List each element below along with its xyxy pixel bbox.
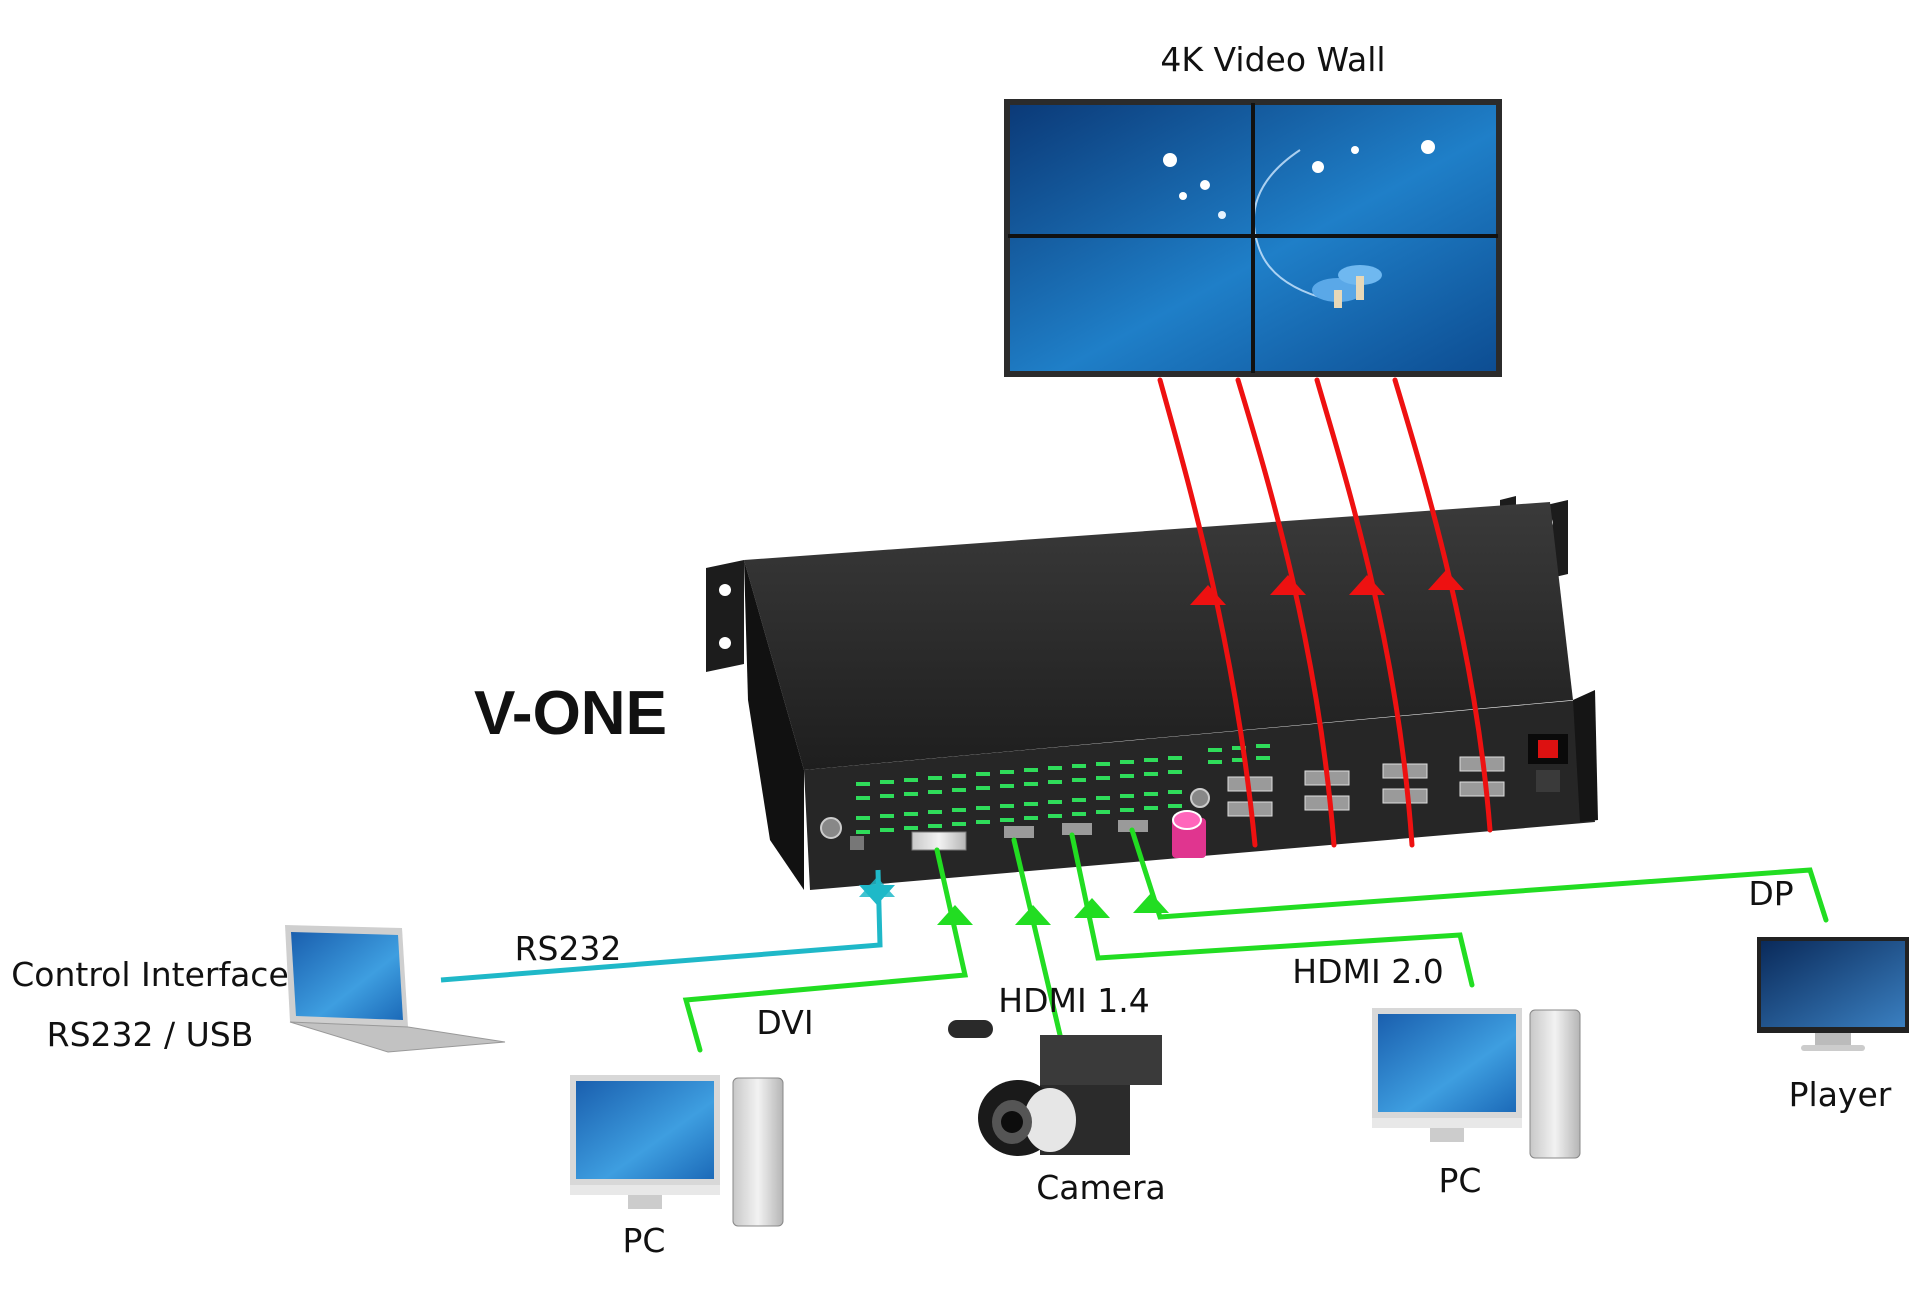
rs232-cable-label: RS232 — [515, 929, 622, 968]
dp-cable — [1129, 827, 1829, 923]
control-ports-label: RS232 / USB — [47, 1015, 254, 1054]
hdmi14-cable-label: HDMI 1.4 — [998, 981, 1149, 1020]
dp-cable-label: DP — [1748, 874, 1793, 913]
control-arrow-up — [859, 877, 895, 897]
output-arrow-4 — [1428, 570, 1464, 590]
dp-arrow — [1133, 893, 1169, 913]
control-interface-label: Control Interface — [11, 955, 289, 994]
laptop-icon — [285, 925, 506, 1053]
video-wall-label: 4K Video Wall — [1160, 40, 1385, 79]
monitor-icon — [1757, 937, 1909, 1051]
rack-device-icon — [706, 496, 1598, 890]
output-cable-1 — [1157, 377, 1258, 848]
output-arrow-2 — [1270, 575, 1306, 595]
hdmi14-arrow — [1015, 905, 1051, 925]
hdmi14-cable — [1011, 837, 1063, 1038]
desktop-pc-icon — [570, 1075, 784, 1227]
camera-label: Camera — [1036, 1168, 1166, 1207]
hdmi20-cable — [1069, 832, 1475, 988]
pc2-label: PC — [1439, 1161, 1482, 1200]
dvi-cable-label: DVI — [756, 1003, 813, 1042]
input-arrows — [937, 893, 1169, 925]
desktop-pc-icon — [1372, 1008, 1581, 1159]
hdmi20-cable-label: HDMI 2.0 — [1292, 952, 1443, 991]
dvi-arrow — [937, 905, 973, 925]
output-cable-3 — [1314, 377, 1415, 848]
player-label: Player — [1789, 1075, 1892, 1114]
device-title: V-ONE — [474, 679, 667, 748]
hdmi20-arrow — [1074, 898, 1110, 918]
output-arrow-1 — [1190, 585, 1226, 605]
output-arrows — [1190, 570, 1464, 605]
output-cable-4 — [1392, 377, 1493, 833]
pc1-label: PC — [623, 1221, 666, 1260]
control-cable — [440, 869, 895, 983]
output-cables — [1157, 377, 1493, 848]
camcorder-icon — [948, 1020, 1162, 1156]
output-cable-2 — [1235, 377, 1337, 848]
output-arrow-3 — [1349, 575, 1385, 595]
video-wall-icon — [1004, 99, 1502, 377]
